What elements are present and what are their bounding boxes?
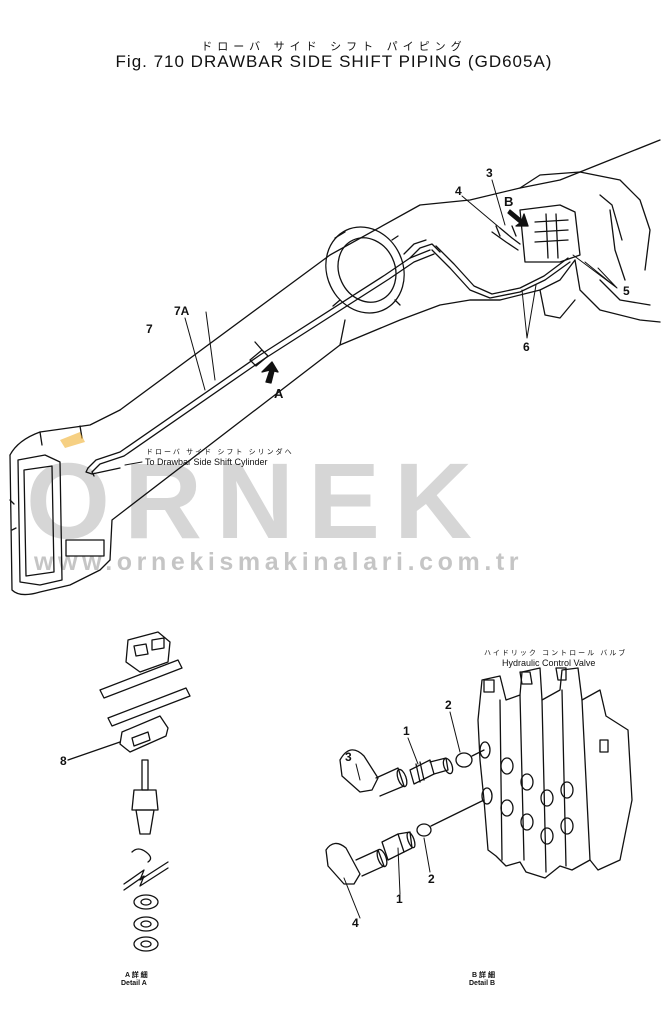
callout-4: 4: [455, 184, 462, 198]
callout-2-upper: 2: [445, 698, 452, 712]
callout-b: B: [504, 194, 514, 209]
cylinder-label: To Drawbar Side Shift Cylinder: [145, 457, 268, 467]
arrow-b: [507, 209, 529, 227]
cylinder-label-japanese: ドローバ サイド シフト シリンダへ: [146, 448, 294, 456]
accent-mark: [60, 432, 85, 448]
callout-7a: 7A: [174, 304, 190, 318]
detail-b-valve: [325, 667, 633, 919]
valve-label: Hydraulic Control Valve: [502, 658, 596, 668]
arrow-a: [261, 361, 279, 384]
pipe-7-7a: [85, 239, 441, 477]
callout-a: A: [274, 386, 284, 401]
valve-label-japanese: ハイドリック コントロール バルブ: [484, 649, 628, 657]
title-japanese: ドローバ サイド シフト パイピング: [201, 40, 467, 53]
detail-a-label: Detail A: [121, 980, 147, 987]
drawbar-frame: [9, 139, 661, 596]
detail-a-japanese: A 詳 細: [125, 972, 148, 979]
callout-3-detail: 3: [345, 750, 352, 764]
watermark-url: www.ornekismakinalari.com.tr: [34, 548, 524, 576]
callout-5: 5: [623, 284, 630, 298]
detail-b-japanese: B 詳 細: [472, 972, 495, 979]
pipe-6: [431, 225, 571, 299]
callout-3: 3: [486, 166, 493, 180]
callout-leaders: [124, 179, 618, 466]
callout-1-lower: 1: [396, 892, 403, 906]
detail-b-label: Detail B: [469, 980, 496, 987]
detail-a-clamp: [67, 631, 191, 952]
page-title: Fig. 710 DRAWBAR SIDE SHIFT PIPING (GD60…: [115, 52, 553, 71]
callout-4-detail: 4: [352, 916, 359, 930]
callout-6: 6: [523, 340, 530, 354]
callout-8: 8: [60, 754, 67, 768]
callout-2-lower: 2: [428, 872, 435, 886]
watermark-brand: ORNEK: [26, 440, 487, 561]
callout-1-upper: 1: [403, 724, 410, 738]
callout-7: 7: [146, 322, 153, 336]
